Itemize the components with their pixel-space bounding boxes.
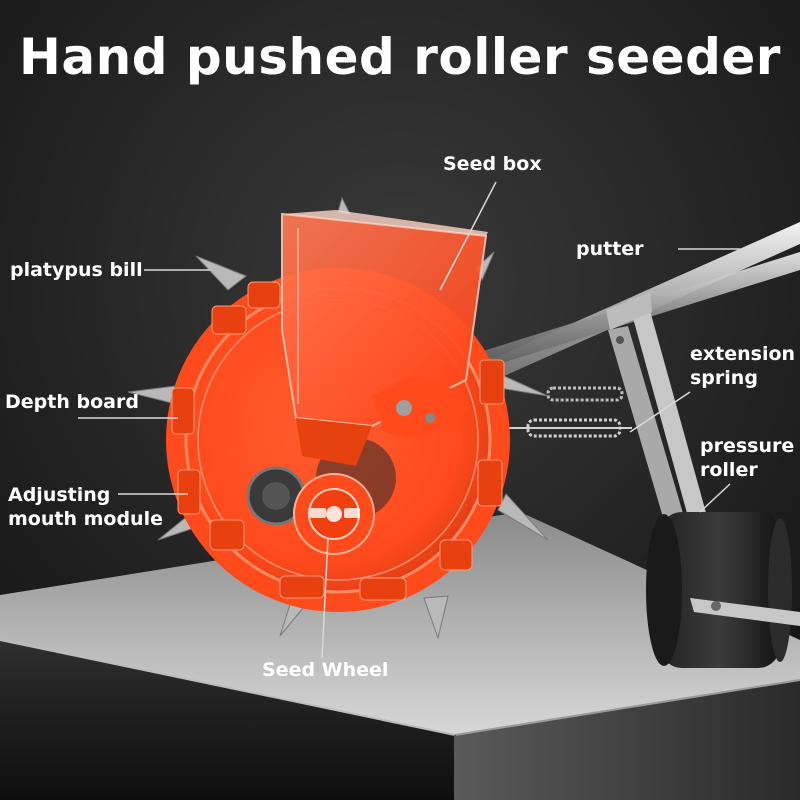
leader-lines [78, 181, 740, 659]
label-putter: putter [576, 238, 644, 260]
label-extension-spring-line1: extension [690, 343, 796, 365]
label-pressure-roller-line2: roller [700, 459, 758, 481]
platypus-bill-spikes [127, 196, 549, 640]
pressure-roller [646, 512, 800, 668]
label-seed-box: Seed box [443, 153, 542, 175]
label-adjusting-mouth-line2: mouth module [8, 508, 163, 530]
label-adjusting-mouth-line1: Adjusting [8, 484, 111, 506]
label-pressure-roller: pressure roller [700, 434, 794, 482]
label-extension-spring-line2: spring [690, 367, 758, 389]
extension-spring [500, 386, 632, 438]
page-title: Hand pushed roller seeder [19, 28, 781, 86]
label-pressure-roller-line1: pressure [700, 435, 795, 457]
label-platypus-bill: platypus bill [10, 259, 143, 281]
label-adjusting-mouth-module: Adjusting mouth module [8, 483, 163, 531]
seed-box [281, 210, 488, 466]
label-extension-spring: extension spring [690, 342, 795, 390]
label-seed-wheel: Seed Wheel [262, 659, 389, 681]
label-depth-board: Depth board [5, 391, 139, 413]
pedestal [0, 512, 800, 800]
axle-bracket [372, 376, 470, 440]
seed-wheel [293, 473, 375, 555]
